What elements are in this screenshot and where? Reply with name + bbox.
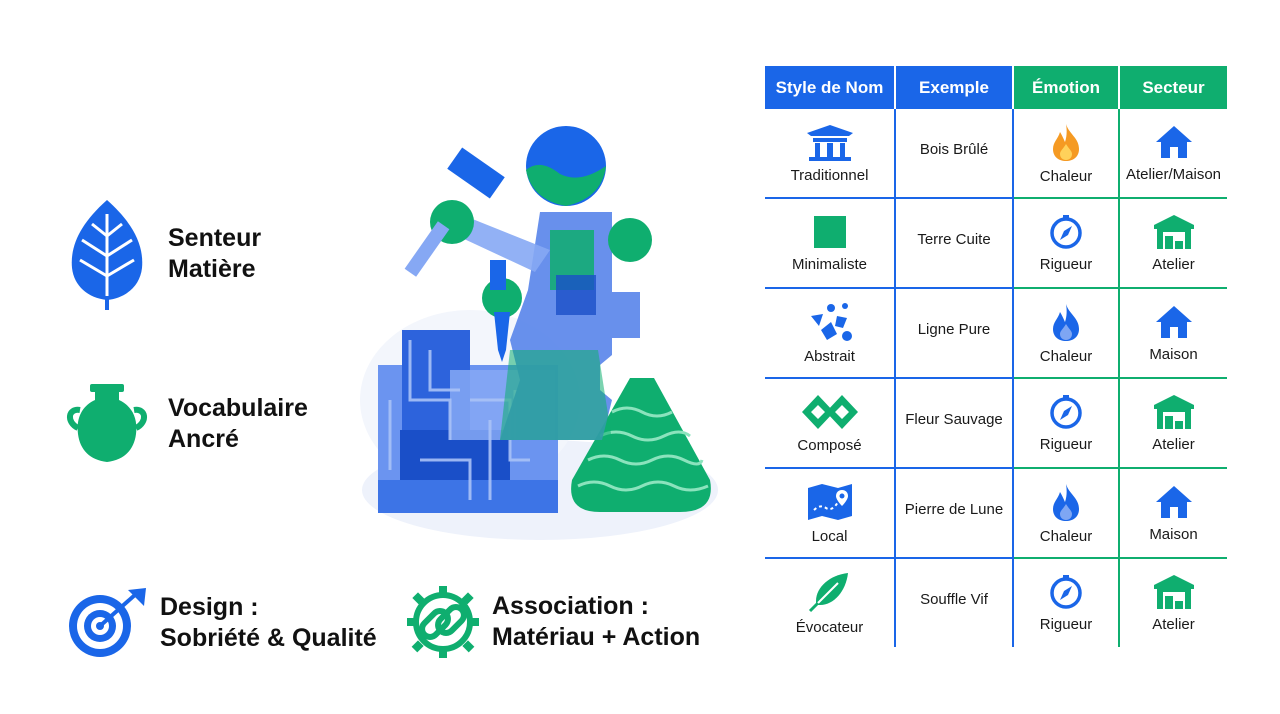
house-icon — [1155, 305, 1192, 338]
feature-line2: Sobriété & Qualité — [160, 624, 377, 652]
style-cell: Abstrait — [765, 288, 896, 379]
feature-line1: Association : — [492, 592, 649, 620]
flame-icon — [1053, 123, 1079, 161]
style-cell: Évocateur — [765, 558, 896, 647]
feature-text: Association : Matériau + Action — [492, 591, 700, 653]
table-row: Traditionnel Bois Brûlé Chaleur Atelier/… — [765, 109, 1227, 199]
emotion-label: Chaleur — [1039, 167, 1093, 185]
emotion-label: Chaleur — [1039, 527, 1093, 545]
sector-label: Maison — [1149, 525, 1198, 543]
leaf-icon — [71, 200, 143, 310]
table: Style de Nom Exemple Émotion Secteur — [765, 66, 1227, 647]
emotion-cell: Rigueur — [1013, 378, 1120, 469]
feature-line2: Matière — [168, 255, 256, 283]
feature-line2: Matériau + Action — [492, 623, 701, 651]
square-icon — [813, 215, 846, 248]
emotion-label: Rigueur — [1039, 435, 1093, 453]
sector-label: Maison — [1149, 345, 1198, 363]
table-row: Minimaliste Terre Cuite Rigueur — [765, 198, 1227, 289]
flame-icon — [1053, 303, 1079, 341]
table-header-row: Style de Nom Exemple Émotion Secteur — [765, 66, 1227, 109]
diamonds-icon — [801, 394, 858, 429]
emotion-cell: Chaleur — [1013, 109, 1120, 199]
header-example: Exemple — [895, 66, 1014, 109]
feature-senteur-matiere: Senteur Matière — [68, 196, 261, 312]
stone-blocks — [378, 330, 558, 513]
sector-label: Atelier — [1152, 255, 1195, 273]
emotion-label: Chaleur — [1039, 347, 1093, 365]
house-icon — [1155, 485, 1192, 518]
example-cell: Ligne Pure — [895, 288, 1014, 379]
name-style-table: Style de Nom Exemple Émotion Secteur — [765, 66, 1227, 647]
sector-cell: Atelier — [1119, 378, 1227, 469]
sector-cell: Atelier/Maison — [1119, 109, 1227, 199]
style-cell: Minimaliste — [765, 198, 896, 289]
feature-text: Design : Sobriété & Qualité — [160, 592, 377, 654]
sector-label: Atelier — [1152, 615, 1195, 633]
style-cell: Local — [765, 468, 896, 559]
flame-icon — [1053, 483, 1079, 521]
feature-line1: Design : — [160, 593, 259, 621]
map-icon — [807, 483, 852, 520]
compass-icon — [1050, 214, 1082, 249]
workshop-icon — [1153, 214, 1194, 249]
sector-cell: Atelier — [1119, 198, 1227, 289]
feature-vocabulaire-ancre: Vocabulaire Ancré — [66, 382, 308, 466]
table-row: Composé Fleur Sauvage Rigueur — [765, 378, 1227, 469]
green-vase — [571, 378, 711, 512]
compass-icon — [1050, 574, 1082, 609]
table-row: Évocateur Souffle Vif Rigueur — [765, 558, 1227, 647]
chain-gear-icon — [407, 586, 479, 658]
shapes-icon — [810, 302, 852, 341]
sector-cell: Maison — [1119, 468, 1227, 559]
example-cell: Souffle Vif — [895, 558, 1014, 647]
header-sector: Secteur — [1119, 66, 1227, 109]
style-label: Abstrait — [804, 347, 855, 365]
feature-text: Vocabulaire Ancré — [168, 393, 308, 455]
style-label: Traditionnel — [790, 166, 869, 184]
feature-line2: Ancré — [168, 425, 239, 453]
header-emotion: Émotion — [1013, 66, 1120, 109]
style-label: Composé — [797, 436, 862, 454]
feature-association: Association : Matériau + Action — [404, 586, 700, 658]
emotion-cell: Rigueur — [1013, 198, 1120, 289]
header-style: Style de Nom — [765, 66, 896, 109]
example-cell: Terre Cuite — [895, 198, 1014, 289]
artisan-figure — [404, 126, 652, 440]
target-icon — [69, 588, 146, 657]
feature-design: Design : Sobriété & Qualité — [66, 588, 377, 658]
emotion-cell: Chaleur — [1013, 468, 1120, 559]
sector-label: Atelier/Maison — [1125, 165, 1222, 183]
artisan-illustration — [360, 126, 718, 540]
house-icon — [1155, 125, 1192, 158]
emotion-cell: Chaleur — [1013, 288, 1120, 379]
example-cell: Pierre de Lune — [895, 468, 1014, 559]
feature-line1: Vocabulaire — [168, 394, 308, 422]
feature-text: Senteur Matière — [168, 223, 261, 285]
emotion-cell: Rigueur — [1013, 558, 1120, 647]
sector-cell: Atelier — [1119, 558, 1227, 647]
vase-icon — [67, 384, 147, 462]
emotion-label: Rigueur — [1039, 615, 1093, 633]
style-label: Minimaliste — [791, 255, 867, 273]
style-cell: Composé — [765, 378, 896, 469]
sector-cell: Maison — [1119, 288, 1227, 379]
workshop-icon — [1153, 394, 1194, 429]
table-row: Abstrait Ligne Pure Chaleur Maison — [765, 288, 1227, 379]
emotion-label: Rigueur — [1039, 255, 1093, 273]
feather-icon — [808, 572, 848, 612]
style-label: Évocateur — [795, 618, 864, 636]
compass-icon — [1050, 394, 1082, 429]
workshop-icon — [1153, 574, 1194, 609]
table-row: Local Pierre de Lune Chaleur Maison — [765, 468, 1227, 559]
feature-line1: Senteur — [168, 224, 262, 252]
style-label: Local — [811, 527, 848, 545]
sector-label: Atelier — [1152, 435, 1195, 453]
temple-icon — [806, 124, 853, 161]
example-cell: Bois Brûlé — [895, 109, 1014, 199]
style-cell: Traditionnel — [765, 109, 896, 199]
example-cell: Fleur Sauvage — [895, 378, 1014, 469]
